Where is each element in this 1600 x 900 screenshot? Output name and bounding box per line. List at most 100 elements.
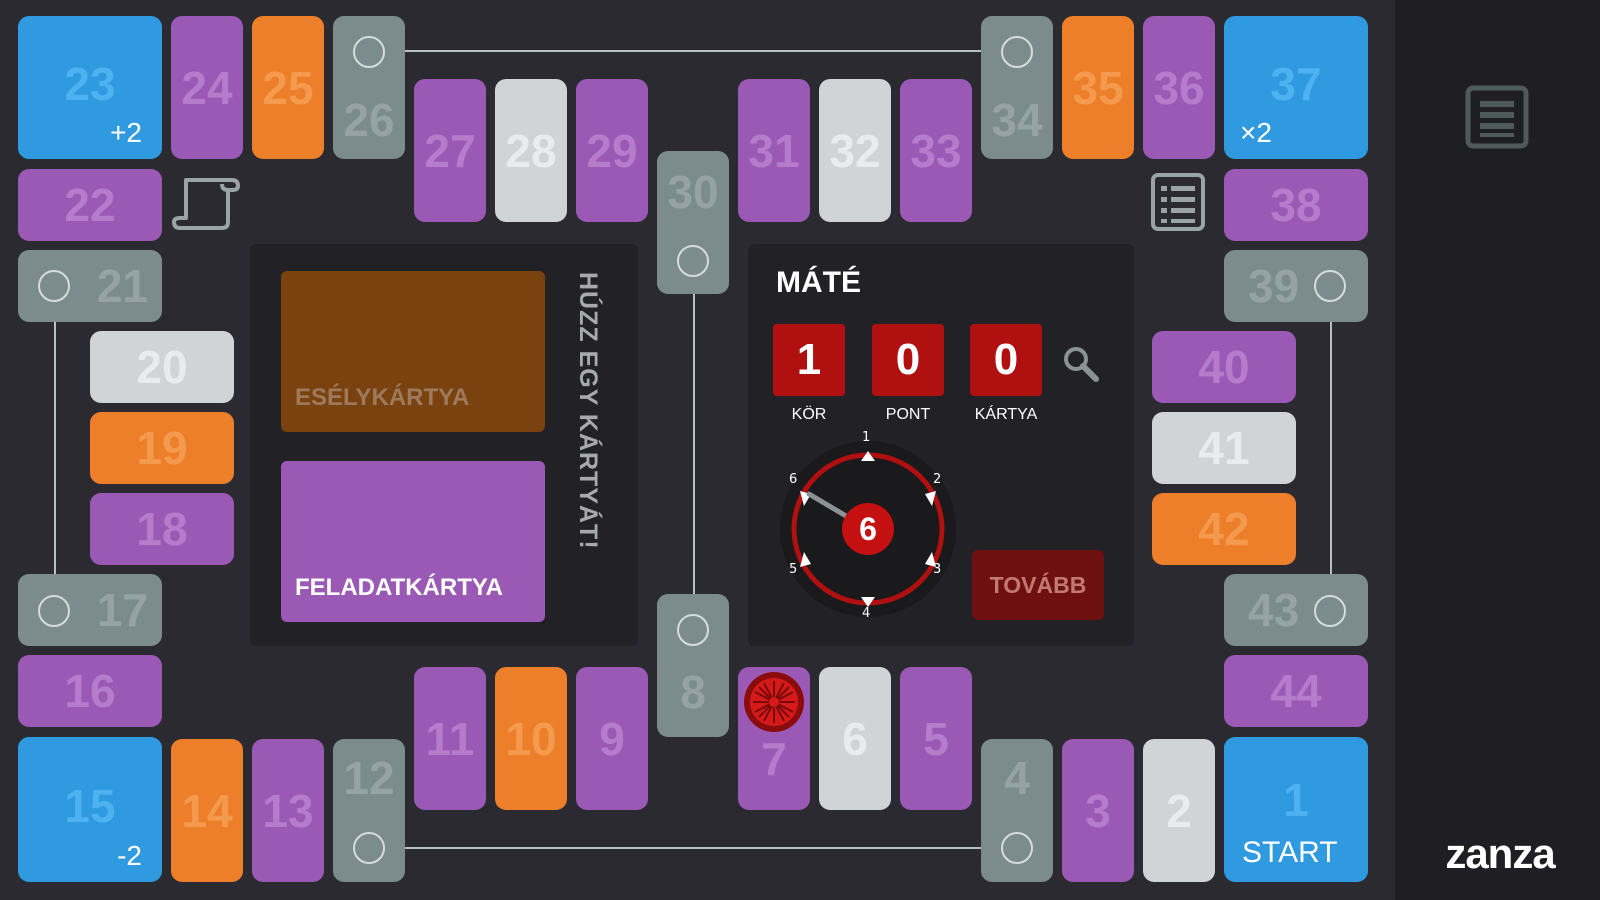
dial-label-3: 3 bbox=[933, 562, 942, 577]
ladder-ring bbox=[1314, 595, 1346, 627]
tile-number: 31 bbox=[748, 124, 800, 177]
tile-9[interactable]: 9 bbox=[576, 667, 648, 810]
tile-13[interactable]: 13 bbox=[252, 739, 324, 882]
ladder-ring bbox=[353, 36, 385, 68]
dice-value: 6 bbox=[859, 510, 877, 547]
tile-28[interactable]: 28 bbox=[495, 79, 567, 222]
tile-43[interactable]: 43 bbox=[1224, 574, 1368, 646]
tile-22[interactable]: 22 bbox=[18, 169, 162, 241]
tile-35[interactable]: 35 bbox=[1062, 16, 1134, 159]
tile-18[interactable]: 18 bbox=[90, 493, 234, 565]
tile-20[interactable]: 20 bbox=[90, 331, 234, 403]
tile-number: 34 bbox=[991, 94, 1043, 146]
points-counter: 0 bbox=[872, 324, 944, 396]
tile-41[interactable]: 41 bbox=[1152, 412, 1296, 484]
task-card-label: FELADATKÁRTYA bbox=[295, 574, 503, 601]
tile-38[interactable]: 38 bbox=[1224, 169, 1368, 241]
scroll-icon[interactable] bbox=[172, 172, 242, 234]
tile-21[interactable]: 21 bbox=[18, 250, 162, 322]
tile-number: 44 bbox=[1270, 665, 1322, 717]
tile-6[interactable]: 6 bbox=[819, 667, 891, 810]
tile-bonus: +2 bbox=[110, 117, 142, 148]
tile-36[interactable]: 36 bbox=[1143, 16, 1215, 159]
tile-number: 22 bbox=[64, 179, 116, 231]
tile-number: 40 bbox=[1198, 341, 1250, 393]
tile-number: 42 bbox=[1198, 503, 1250, 555]
task-card[interactable]: FELADATKÁRTYA bbox=[281, 461, 545, 622]
tile-5[interactable]: 5 bbox=[900, 667, 972, 810]
tile-number: 1 bbox=[1283, 773, 1309, 826]
ladder-ring bbox=[38, 270, 70, 302]
tile-14[interactable]: 14 bbox=[171, 739, 243, 882]
list-icon[interactable] bbox=[1150, 172, 1206, 232]
tile-number: 14 bbox=[181, 784, 233, 837]
tile-number: 12 bbox=[343, 752, 395, 804]
tile-25[interactable]: 25 bbox=[252, 16, 324, 159]
tile-number: 26 bbox=[343, 94, 395, 146]
tile-number: 33 bbox=[910, 124, 962, 177]
tile-number: 4 bbox=[1004, 752, 1030, 804]
dial-label-6: 6 bbox=[789, 472, 798, 487]
tile-number: 6 bbox=[842, 712, 868, 765]
tile-number: 9 bbox=[599, 712, 625, 765]
connector-line bbox=[1330, 286, 1332, 613]
menu-icon[interactable] bbox=[1465, 85, 1529, 149]
tile-number: 7 bbox=[761, 732, 787, 785]
tile-2[interactable]: 2 bbox=[1143, 739, 1215, 882]
connector-line bbox=[693, 262, 695, 630]
tile-10[interactable]: 10 bbox=[495, 667, 567, 810]
ladder-ring bbox=[353, 832, 385, 864]
zanza-logo: zanza bbox=[1445, 830, 1555, 877]
tile-37[interactable]: 37 ×2 bbox=[1224, 16, 1368, 159]
chance-card[interactable]: ESÉLYKÁRTYA bbox=[281, 271, 545, 432]
ladder-ring bbox=[1314, 270, 1346, 302]
tile-12[interactable]: 12 bbox=[333, 739, 405, 882]
tile-32[interactable]: 32 bbox=[819, 79, 891, 222]
tile-number: 28 bbox=[505, 124, 557, 177]
tile-44[interactable]: 44 bbox=[1224, 655, 1368, 727]
tile-number: 20 bbox=[136, 341, 188, 393]
tile-42[interactable]: 42 bbox=[1152, 493, 1296, 565]
chance-card-label: ESÉLYKÁRTYA bbox=[295, 384, 470, 411]
tile-number: 18 bbox=[136, 503, 188, 555]
tile-24[interactable]: 24 bbox=[171, 16, 243, 159]
tile-23[interactable]: 23 +2 bbox=[18, 16, 162, 159]
next-button[interactable]: TOVÁBB bbox=[972, 550, 1104, 620]
tile-number: 16 bbox=[64, 665, 116, 717]
tile-number: 25 bbox=[262, 61, 314, 114]
tile-31[interactable]: 31 bbox=[738, 79, 810, 222]
tile-number: 21 bbox=[96, 260, 148, 312]
player-name: MÁTÉ bbox=[776, 266, 861, 299]
dial-label-1: 1 bbox=[862, 430, 871, 445]
tile-number: 2 bbox=[1166, 784, 1192, 837]
player-token[interactable] bbox=[743, 671, 805, 733]
tile-39[interactable]: 39 bbox=[1224, 250, 1368, 322]
round-label: KÖR bbox=[791, 406, 827, 423]
dice-dial[interactable]: 6 1 2 3 4 5 6 bbox=[773, 430, 963, 624]
tile-number: 27 bbox=[424, 124, 476, 177]
cards-panel: ESÉLYKÁRTYA FELADATKÁRTYA HÚZZ EGY KÁRTY… bbox=[250, 244, 638, 646]
game-board: 23 +2 24 25 26 27 28 29 30 31 32 33 34 3… bbox=[18, 16, 1368, 882]
tile-number: 10 bbox=[505, 712, 557, 765]
tile-11[interactable]: 11 bbox=[414, 667, 486, 810]
tile-33[interactable]: 33 bbox=[900, 79, 972, 222]
dial-label-5: 5 bbox=[789, 562, 798, 577]
tile-3[interactable]: 3 bbox=[1062, 739, 1134, 882]
tile-number: 3 bbox=[1085, 784, 1111, 837]
tile-16[interactable]: 16 bbox=[18, 655, 162, 727]
tile-number: 32 bbox=[829, 124, 881, 177]
cards-label: KÁRTYA bbox=[974, 406, 1038, 423]
tile-40[interactable]: 40 bbox=[1152, 331, 1296, 403]
tile-27[interactable]: 27 bbox=[414, 79, 486, 222]
tile-number: 13 bbox=[262, 784, 314, 837]
tile-number: 43 bbox=[1248, 584, 1300, 636]
tile-number: 17 bbox=[96, 584, 148, 636]
tile-1-start[interactable]: 1 START bbox=[1224, 737, 1368, 882]
tile-number: 15 bbox=[64, 779, 116, 832]
search-icon[interactable] bbox=[1061, 344, 1101, 384]
tile-number: 29 bbox=[586, 124, 638, 177]
tile-19[interactable]: 19 bbox=[90, 412, 234, 484]
tile-29[interactable]: 29 bbox=[576, 79, 648, 222]
connector-line bbox=[54, 286, 56, 613]
tile-15[interactable]: 15 -2 bbox=[18, 737, 162, 882]
